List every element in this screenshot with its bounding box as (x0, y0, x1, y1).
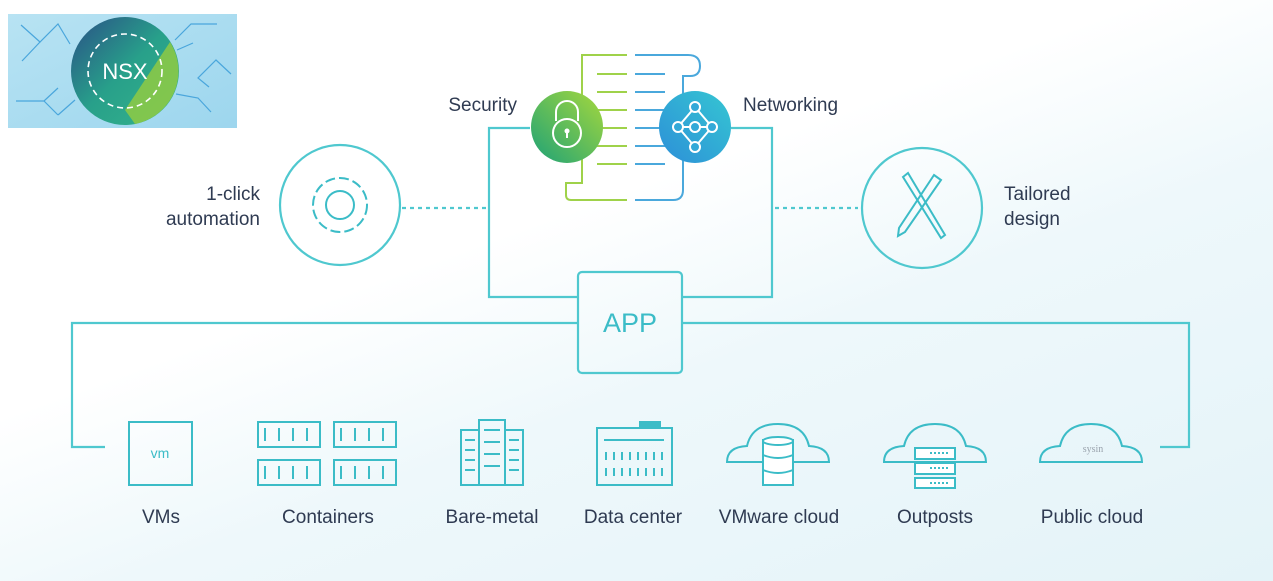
cloud-database-icon (725, 422, 831, 486)
tailored-label-line2: design (1004, 209, 1060, 230)
watermark-text: sysin (1083, 444, 1104, 455)
cloud-server-icon (882, 422, 988, 489)
pencil-brush-icon (860, 146, 984, 270)
security-label: Security (448, 95, 517, 116)
automation-label-line1: 1-click (206, 184, 260, 205)
tailored-label-line1: Tailored (1004, 184, 1071, 205)
nsx-logo: NSX (8, 14, 237, 128)
app-label: APP (603, 308, 657, 338)
target-label-outposts: Outposts (897, 507, 973, 528)
target-label-public-cloud: Public cloud (1041, 507, 1143, 528)
target-label-vmware-cloud: VMware cloud (719, 507, 839, 528)
cloud-icon: sysin (1038, 422, 1144, 463)
network-topology-icon (659, 91, 731, 163)
data-center-icon (596, 421, 673, 486)
vm-icon-text: vm (151, 445, 170, 461)
target-label-containers: Containers (282, 507, 374, 528)
logo-text: NSX (102, 59, 148, 84)
server-rack-icon (460, 419, 524, 486)
target-label-data-center: Data center (584, 507, 683, 528)
policy-document-icon (565, 54, 702, 201)
vm-box-icon: vm (128, 421, 193, 486)
target-label-vms: VMs (142, 507, 180, 528)
app-box: APP (576, 270, 684, 375)
networking-label: Networking (743, 95, 838, 116)
connector-lines (70, 126, 1191, 449)
containers-icon (257, 421, 397, 486)
target-label-bare-metal: Bare-metal (446, 507, 539, 528)
lock-icon (531, 91, 603, 163)
automation-label-line2: automation (166, 209, 260, 230)
gear-icon (278, 143, 402, 267)
